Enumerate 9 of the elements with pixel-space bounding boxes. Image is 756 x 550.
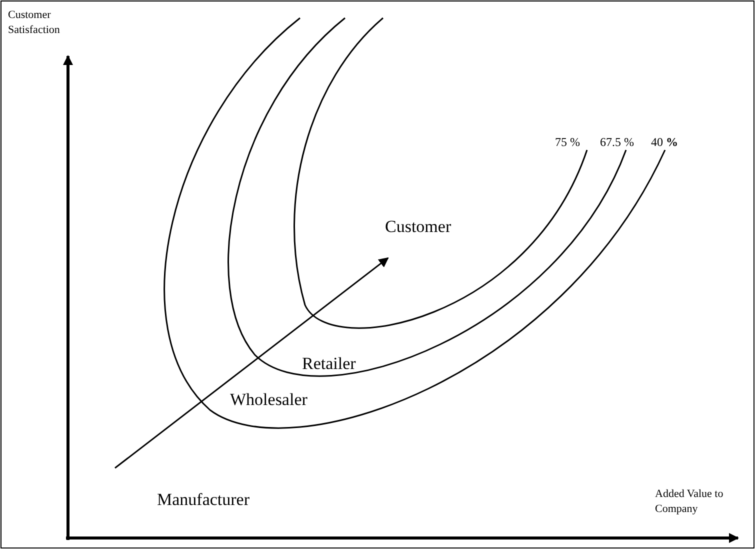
axis-label: Added Value to Company [655, 487, 724, 517]
region-label: Wholesaler [230, 390, 308, 410]
axis-label: Customer Satisfaction [8, 8, 61, 38]
region-label: Customer [385, 217, 452, 237]
curve-label: 75 % [555, 135, 580, 150]
curve-label: 67.5 % [600, 135, 634, 150]
region-label: Retailer [302, 354, 356, 374]
region-label: Manufacturer [157, 490, 250, 510]
curve-label: 40 % [651, 135, 678, 150]
